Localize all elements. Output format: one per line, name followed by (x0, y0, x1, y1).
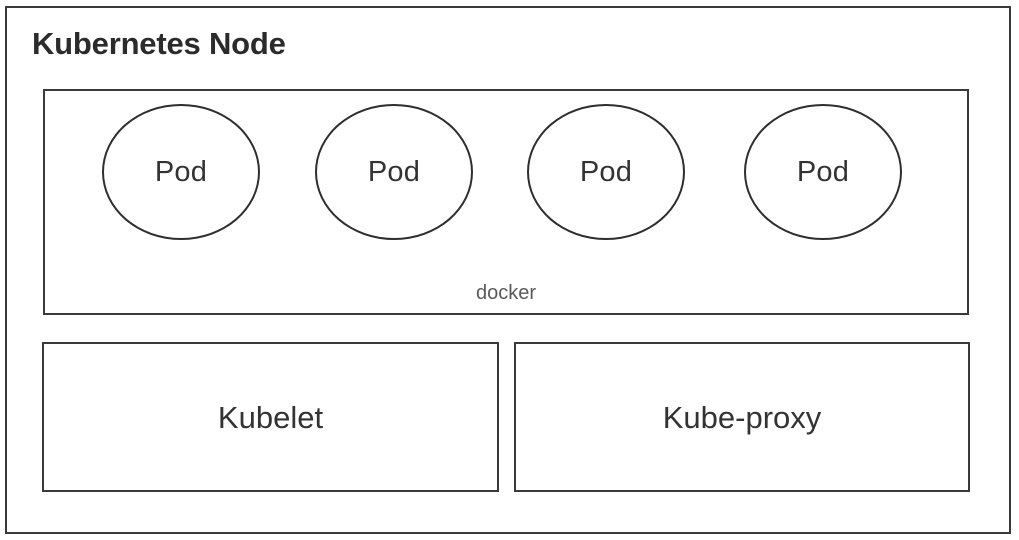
kube-proxy-label: Kube-proxy (662, 399, 822, 435)
docker-runtime-label: docker (475, 282, 537, 304)
pod-label: Pod (796, 155, 850, 188)
docker-container-box: Pod Pod Pod Pod docker (43, 89, 969, 315)
pod-node-2[interactable]: Pod (315, 104, 473, 240)
page-title: Kubernetes Node (32, 26, 286, 61)
kubelet-label: Kubelet (217, 399, 324, 435)
pod-node-1[interactable]: Pod (102, 104, 260, 240)
kubelet-box[interactable]: Kubelet (42, 342, 499, 492)
pod-label: Pod (154, 155, 208, 188)
pod-label: Pod (579, 155, 633, 188)
kube-proxy-box[interactable]: Kube-proxy (514, 342, 970, 492)
kubernetes-node-box: Kubernetes Node Pod Pod Pod Pod docker K… (5, 6, 1011, 534)
pod-node-4[interactable]: Pod (744, 104, 902, 240)
pod-label: Pod (367, 155, 421, 188)
pod-node-3[interactable]: Pod (527, 104, 685, 240)
